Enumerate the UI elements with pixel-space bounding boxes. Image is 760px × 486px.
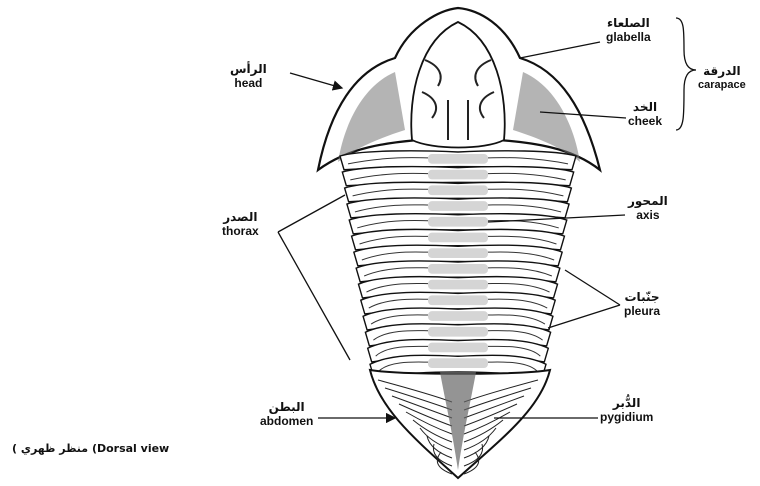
label-pygidium: الدُّبر pygidium <box>600 396 653 424</box>
label-pygidium-ar: الدُّبر <box>600 396 653 410</box>
label-thorax: الصدر thorax <box>222 210 259 238</box>
axial-ring <box>428 233 488 243</box>
view-caption: ( منظر ظهري (Dorsal view <box>12 442 169 455</box>
label-abdomen-ar: البطن <box>260 400 313 414</box>
leader-thorax-1 <box>278 195 345 232</box>
label-carapace: الدرقة carapace <box>698 64 746 92</box>
label-abdomen: البطن abdomen <box>260 400 313 428</box>
carapace-brace <box>676 18 696 130</box>
axial-ring <box>428 358 488 368</box>
axial-ring <box>428 201 488 211</box>
label-carapace-en: carapace <box>698 78 746 92</box>
label-cheek-en: cheek <box>628 114 662 128</box>
leader-pleura-1 <box>565 270 620 305</box>
label-head: الرأس head <box>230 62 267 90</box>
axial-ring <box>428 248 488 258</box>
label-glabella: الصلعاء glabella <box>606 16 651 44</box>
axial-ring <box>428 154 488 164</box>
leader-pleura-2 <box>548 305 620 328</box>
label-axis-ar: المحور <box>628 194 668 208</box>
axial-ring <box>428 185 488 195</box>
label-pleura-en: pleura <box>624 304 660 318</box>
label-pleura: جنّبات pleura <box>624 290 660 318</box>
axial-ring <box>428 327 488 337</box>
leader-thorax-2 <box>278 232 350 360</box>
axial-ring <box>428 264 488 274</box>
label-thorax-en: thorax <box>222 224 259 238</box>
axial-ring <box>428 280 488 290</box>
axial-ring <box>428 295 488 305</box>
label-thorax-ar: الصدر <box>222 210 259 224</box>
label-cheek: الخد cheek <box>628 100 662 128</box>
label-abdomen-en: abdomen <box>260 414 313 428</box>
axial-ring <box>428 170 488 180</box>
label-carapace-ar: الدرقة <box>698 64 746 78</box>
label-axis-en: axis <box>628 208 668 222</box>
label-glabella-en: glabella <box>606 30 651 44</box>
label-axis: المحور axis <box>628 194 668 222</box>
leader-glabella <box>520 42 600 58</box>
label-head-en: head <box>230 76 267 90</box>
label-pleura-ar: جنّبات <box>624 290 660 304</box>
axial-ring <box>428 343 488 353</box>
thorax-segments <box>340 151 576 378</box>
label-cheek-ar: الخد <box>628 100 662 114</box>
axial-ring <box>428 217 488 227</box>
label-head-ar: الرأس <box>230 62 267 76</box>
label-pygidium-en: pygidium <box>600 410 653 424</box>
axial-ring <box>428 311 488 321</box>
leader-head <box>290 73 342 88</box>
label-glabella-ar: الصلعاء <box>606 16 651 30</box>
